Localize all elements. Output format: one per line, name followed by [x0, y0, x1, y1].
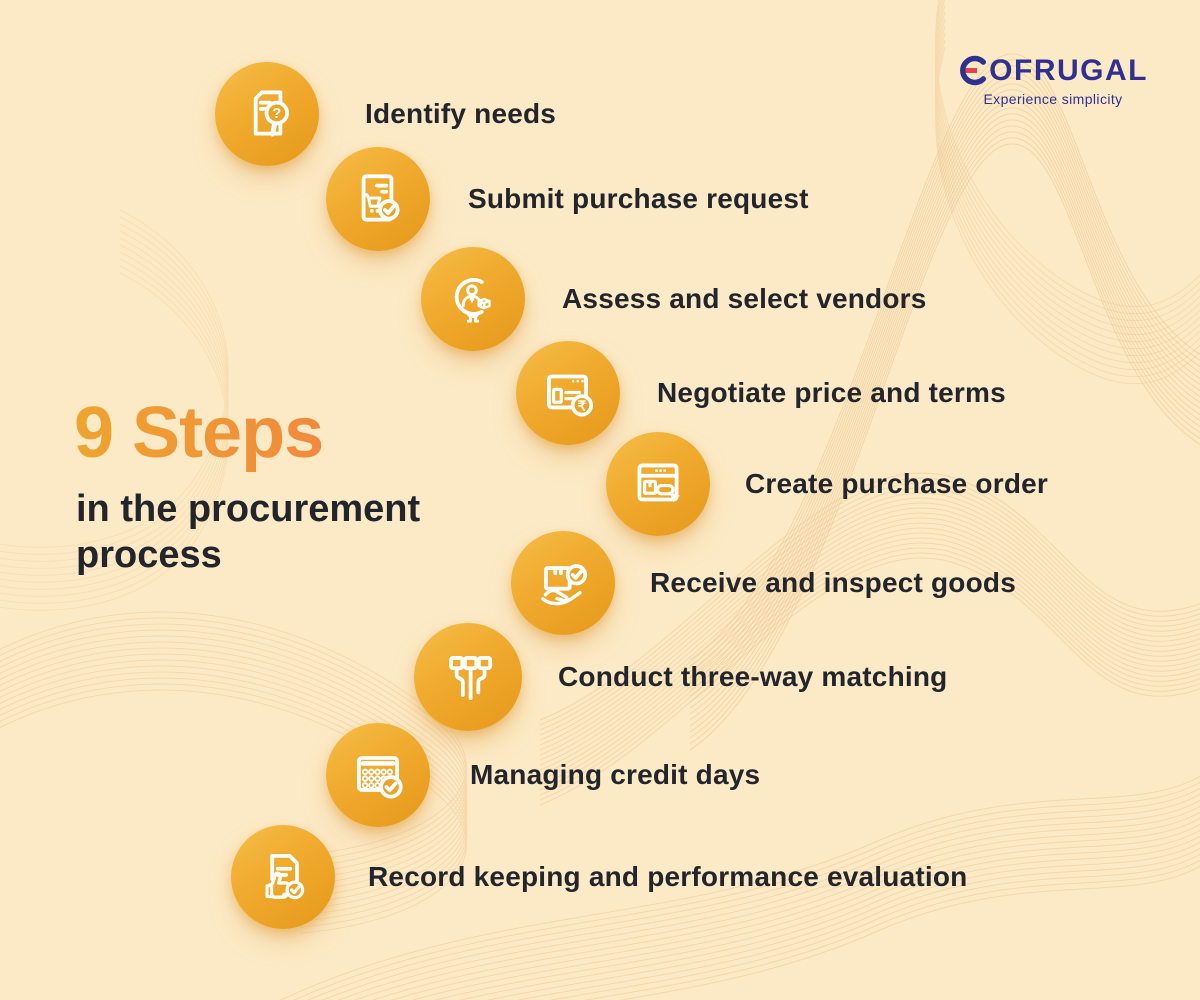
document-search-icon: ?: [201, 62, 329, 190]
three-way-matching-icon: [400, 623, 528, 751]
step-label: Record keeping and performance evaluatio…: [368, 861, 968, 892]
step-label: Create purchase order: [745, 468, 1048, 499]
step-label: Submit purchase request: [468, 183, 809, 214]
logo-text: OFRUGAL: [989, 53, 1148, 87]
step-record-keeping: Record keeping and performance evaluatio…: [217, 825, 968, 953]
purchase-order-cursor-icon: [592, 432, 720, 560]
step-submit-purchase-request: Submit purchase request: [312, 147, 809, 275]
gofrugal-wordmark: OFRUGAL: [958, 55, 1148, 86]
purchase-request-icon: [312, 147, 440, 275]
step-assess-select-vendors: Assess and select vendors: [407, 247, 927, 375]
price-negotiation-icon: ₹: [502, 341, 630, 469]
step-label: Receive and inspect goods: [650, 567, 1016, 598]
svg-text:₹: ₹: [578, 399, 587, 414]
step-three-way-matching: Conduct three-way matching: [400, 623, 948, 751]
credit-days-calendar-icon: [312, 723, 440, 851]
step-label: Assess and select vendors: [562, 283, 927, 314]
logo-tagline: Experience simplicity: [983, 91, 1123, 107]
step-managing-credit-days: Managing credit days: [312, 723, 761, 851]
page-subtitle: in the procurement process: [76, 487, 421, 576]
receive-goods-icon: [497, 531, 625, 659]
vendor-assessment-icon: [407, 247, 535, 375]
step-identify-needs: ? Identify needs: [201, 62, 557, 190]
step-label: Conduct three-way matching: [558, 661, 948, 692]
step-label: Managing credit days: [470, 759, 761, 790]
step-negotiate-price-terms: ₹ Negotiate price and terms: [502, 341, 1006, 469]
step-create-purchase-order: Create purchase order: [592, 432, 1048, 560]
step-label: Identify needs: [365, 98, 557, 129]
record-keeping-icon: [217, 825, 345, 953]
step-label: Negotiate price and terms: [657, 377, 1006, 408]
step-receive-inspect-goods: Receive and inspect goods: [497, 531, 1016, 659]
page-title: 9 Steps: [74, 395, 524, 472]
title-block: 9 Steps in the procurement process: [74, 395, 524, 578]
gofrugal-logo: OFRUGAL Experience simplicity: [958, 55, 1148, 107]
gofrugal-g-icon: [960, 55, 987, 86]
svg-text:?: ?: [272, 106, 281, 122]
